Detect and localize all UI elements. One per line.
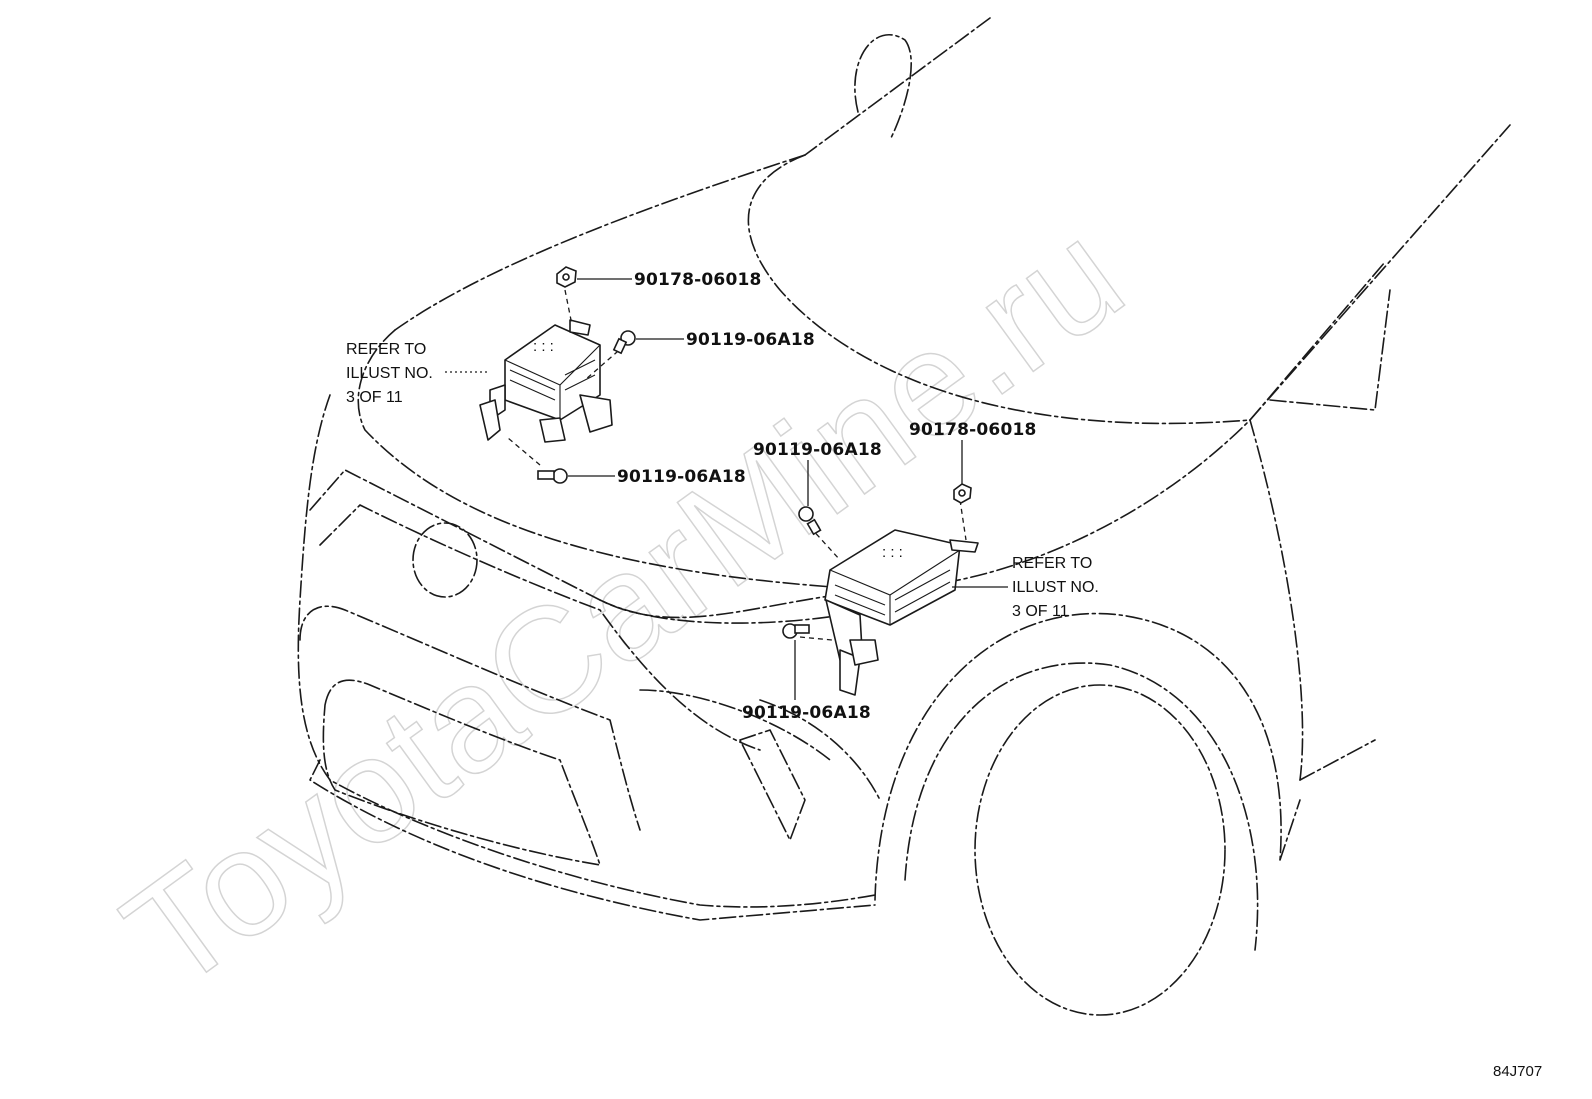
fuse-block-left: : : : [479, 319, 613, 443]
reference-note-line-1: REFER TO [1012, 555, 1092, 572]
part-number-nut: 90178-06018 [634, 270, 762, 290]
svg-text:: : :: : : : [882, 544, 903, 561]
part-number-nut: 90178-06018 [909, 420, 1037, 440]
svg-text:: : :: : : : [533, 338, 554, 355]
bolt-icon [537, 468, 568, 484]
part-number-bolt: 90119-06A18 [686, 330, 815, 350]
part-number-bolt: 90119-06A18 [617, 467, 746, 487]
reference-note-line-2: ILLUST NO. [1012, 579, 1099, 596]
fuse-block-right: : : : [824, 529, 979, 696]
illustration-code: 84J707 [1493, 1063, 1542, 1080]
bolt-icon [612, 330, 636, 355]
reference-note-line-3: 3 OF 11 [1012, 603, 1069, 620]
nut-icon [556, 266, 577, 288]
bolt-icon [782, 623, 810, 639]
watermark: ToyotaCarMine.ru [95, 189, 1151, 1021]
reference-note-line-3: 3 OF 11 [346, 389, 403, 406]
bolt-icon [798, 506, 822, 536]
nut-icon [953, 483, 972, 504]
reference-note-line-2: ILLUST NO. [346, 365, 433, 382]
part-number-bolt: 90119-06A18 [753, 440, 882, 460]
part-number-bolt: 90119-06A18 [742, 703, 871, 723]
vehicle-outline [297, 17, 1511, 1016]
reference-note-line-1: REFER TO [346, 341, 426, 358]
